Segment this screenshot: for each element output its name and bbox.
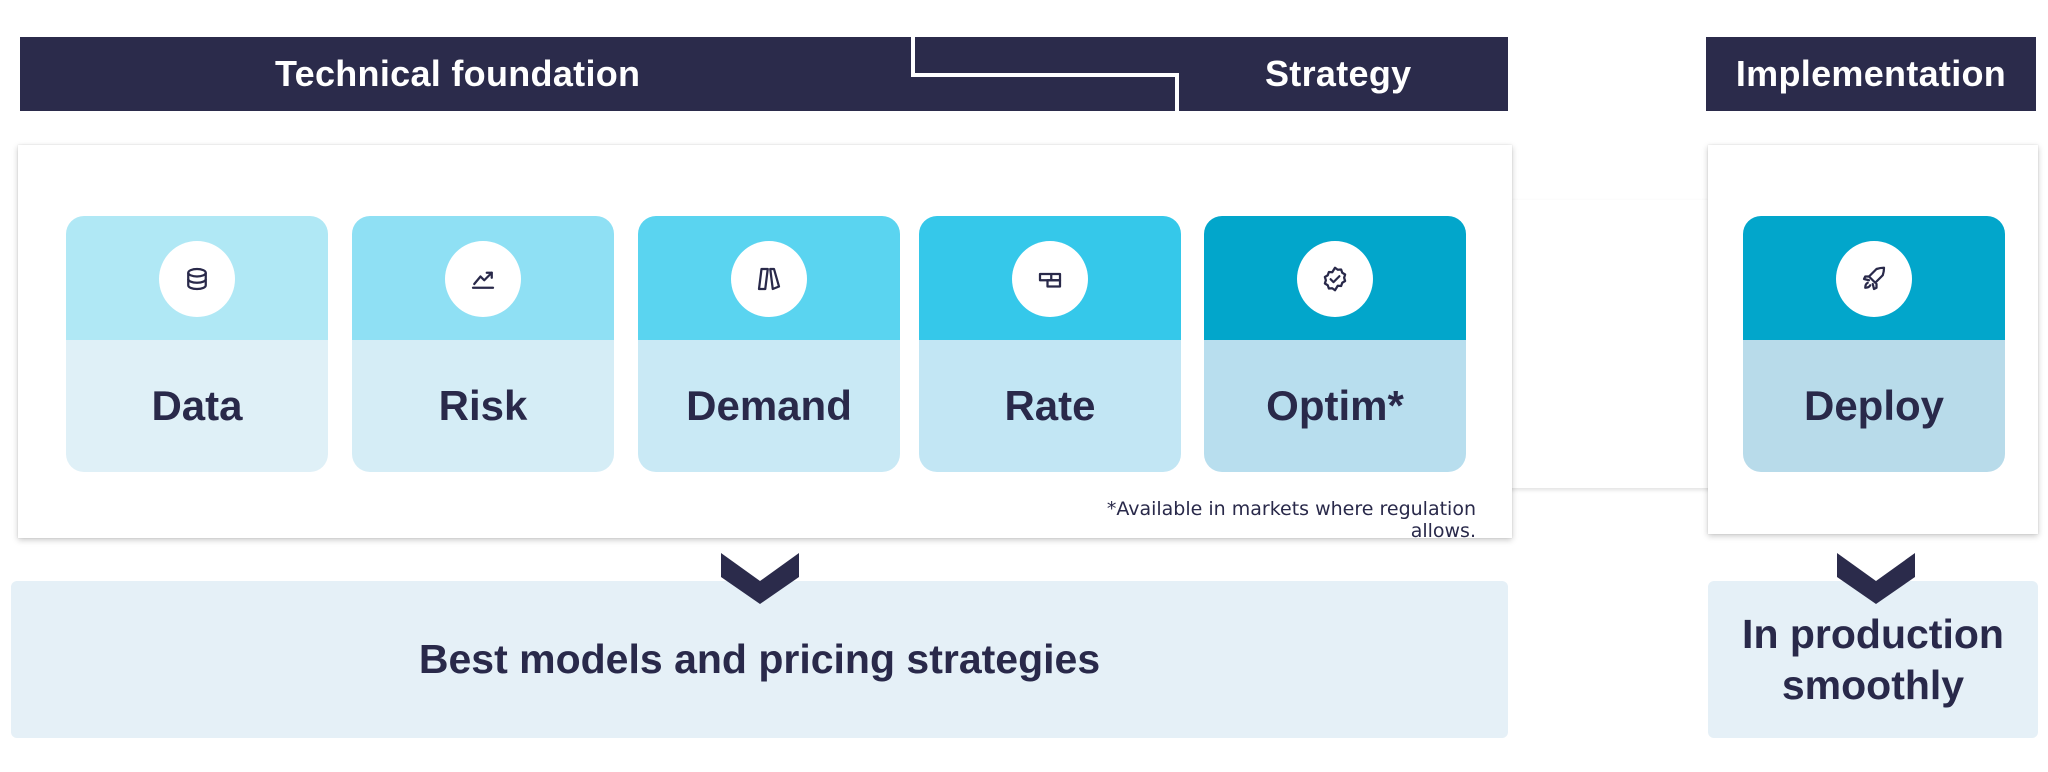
chevron-down-icon — [721, 553, 799, 604]
card-risk-label: Risk — [352, 340, 614, 472]
card-rate: Rate — [919, 216, 1181, 472]
result-best-models: Best models and pricing strategies — [11, 581, 1508, 738]
rate-blocks-icon — [1038, 272, 1062, 288]
card-optim-label: Optim* — [1204, 340, 1466, 472]
header-implementation-label: Implementation — [1735, 53, 2007, 94]
icon-badge — [159, 241, 235, 317]
header-implementation: Implementation — [1706, 37, 2036, 111]
header-strategy-label: Strategy — [1265, 53, 1412, 94]
icon-badge — [1836, 241, 1912, 317]
card-demand: Demand — [638, 216, 900, 472]
card-demand-top — [638, 216, 900, 340]
card-data-label: Data — [66, 340, 328, 472]
database-icon — [187, 267, 207, 291]
header-technical-foundation: Technical foundation Strategy — [20, 37, 1508, 111]
result-in-production: In production smoothly — [1708, 581, 2038, 738]
card-rate-label: Rate — [919, 340, 1181, 472]
result-in-production-line2: smoothly — [1781, 661, 1965, 708]
result-best-models-label: Best models and pricing strategies — [418, 636, 1101, 683]
header-technical-foundation-label: Technical foundation — [275, 53, 641, 94]
card-optim: Optim* — [1204, 216, 1466, 472]
card-deploy: Deploy — [1743, 216, 2005, 472]
icon-badge — [445, 241, 521, 317]
verified-badge-icon — [1323, 266, 1347, 292]
card-rate-top — [919, 216, 1181, 340]
card-demand-label: Demand — [638, 340, 900, 472]
card-optim-top — [1204, 216, 1466, 340]
card-risk-top — [352, 216, 614, 340]
availability-footnote: *Available in markets where regulation a… — [1106, 498, 1476, 542]
icon-badge — [1012, 241, 1088, 317]
card-data-top — [66, 216, 328, 340]
price-tags-icon — [757, 267, 781, 291]
card-deploy-label: Deploy — [1743, 340, 2005, 472]
chevron-down-icon — [1837, 553, 1915, 604]
icon-badge — [1297, 241, 1373, 317]
card-risk: Risk — [352, 216, 614, 472]
card-deploy-top — [1743, 216, 2005, 340]
panel-connector — [1500, 200, 1715, 488]
rocket-icon — [1862, 266, 1886, 291]
header-divider-line — [911, 37, 1179, 111]
card-data: Data — [66, 216, 328, 472]
trend-chart-icon — [471, 271, 495, 289]
result-in-production-line1: In production — [1742, 611, 2004, 658]
icon-badge — [731, 241, 807, 317]
